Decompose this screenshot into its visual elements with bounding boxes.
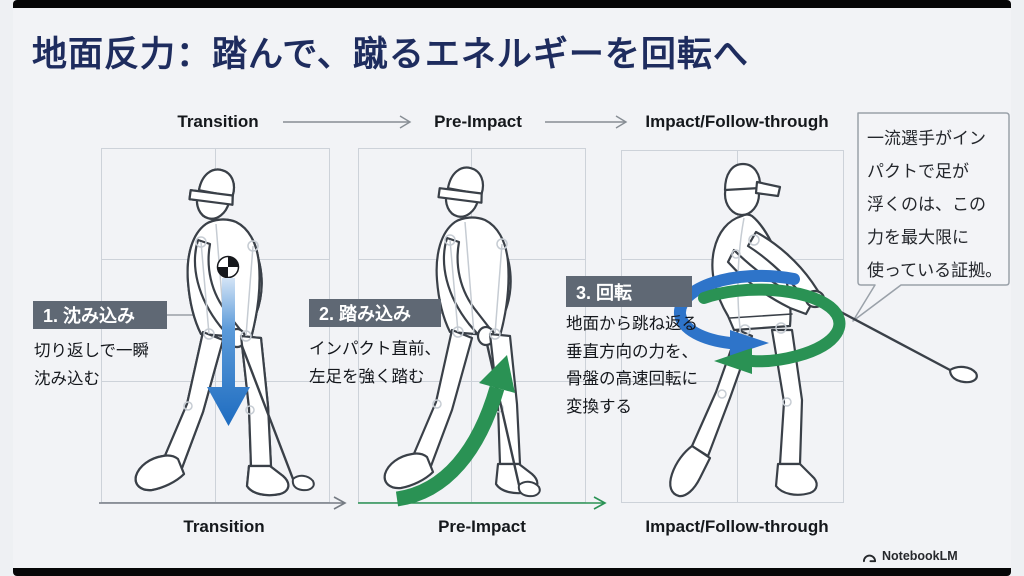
phase-top-transition: Transition — [177, 112, 259, 131]
step-badge-sink: 1. 沈み込み — [33, 301, 167, 329]
notebooklm-logo-icon — [863, 554, 876, 562]
rotation-arrows — [674, 270, 846, 374]
phase-flow-arrows — [283, 115, 628, 129]
push-up-arrow — [395, 355, 515, 507]
step-badge-step-in: 2. 踏み込み — [309, 299, 441, 327]
sink-down-arrow — [207, 278, 250, 426]
step-desc-rotate: 地面から跳ね返る 垂直方向の力を、 骨盤の高速回転に 変換する — [566, 315, 698, 416]
golfer-transition — [134, 162, 315, 497]
letterbox-bottom — [13, 568, 1011, 576]
phase-bottom-impact: Impact/Follow-through — [645, 517, 829, 536]
ground-lines — [99, 496, 607, 510]
callout-bubble — [852, 112, 1010, 322]
watermark: NotebookLM — [862, 549, 992, 563]
phase-bottom-transition: Transition — [183, 517, 265, 536]
step-desc-step-in: インパクト直前、 左足を強く踏む — [309, 340, 441, 386]
center-of-mass-icon — [216, 255, 240, 279]
watermark-label: NotebookLM — [882, 549, 958, 563]
phase-bottom-pre-impact: Pre-Impact — [438, 517, 526, 536]
step-desc-sink: 切り返しで一瞬 沈み込む — [34, 342, 150, 388]
golfer-pre-impact — [383, 160, 541, 498]
page-title: 地面反力：踏んで、蹴るエネルギーを回転へ — [32, 35, 749, 74]
callout-text: 一流選手がイン パクトで足が 浮くのは、この 力を最大限に 使っている証拠。 — [867, 129, 1003, 280]
phase-top-pre-impact: Pre-Impact — [434, 112, 522, 131]
letterbox-top — [13, 0, 1011, 8]
phase-top-impact: Impact/Follow-through — [645, 112, 829, 131]
step-badge-rotate: 3. 回転 — [566, 276, 692, 307]
